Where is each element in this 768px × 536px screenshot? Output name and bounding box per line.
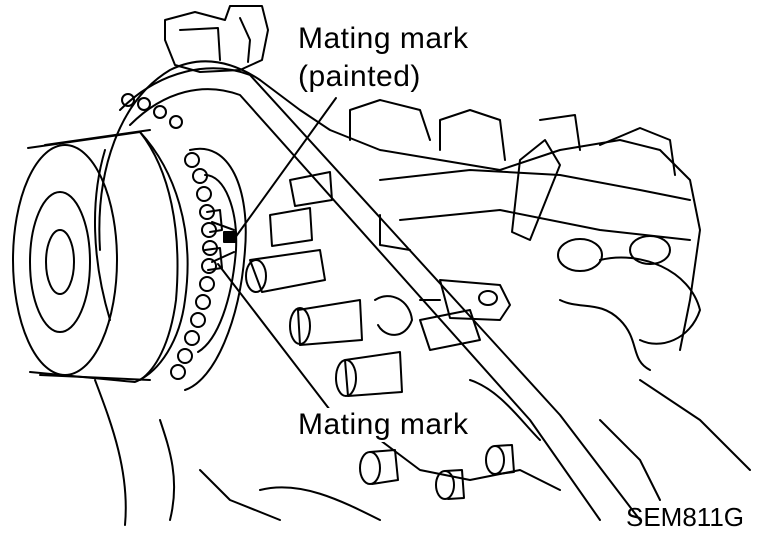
sprocket-teeth xyxy=(122,94,217,379)
mating-mark-painted-label-line1: Mating mark xyxy=(298,22,469,55)
timing-belt xyxy=(95,68,640,520)
front-pulley xyxy=(13,130,188,382)
tensioner-bracket xyxy=(420,280,510,320)
leader-mating-mark xyxy=(218,264,330,410)
painted-mark xyxy=(224,232,236,242)
leader-lines xyxy=(218,98,336,410)
figure-code: SEM811G xyxy=(626,502,745,532)
mating-mark-label: Mating mark xyxy=(296,408,471,442)
cylinder-bosses xyxy=(246,172,514,499)
mating-mark-painted-label-line2: (painted) xyxy=(298,60,421,93)
top-bracket xyxy=(165,6,268,72)
camshaft-sprocket xyxy=(122,94,246,390)
engine-block xyxy=(95,61,750,525)
leader-painted-mark xyxy=(232,98,336,242)
